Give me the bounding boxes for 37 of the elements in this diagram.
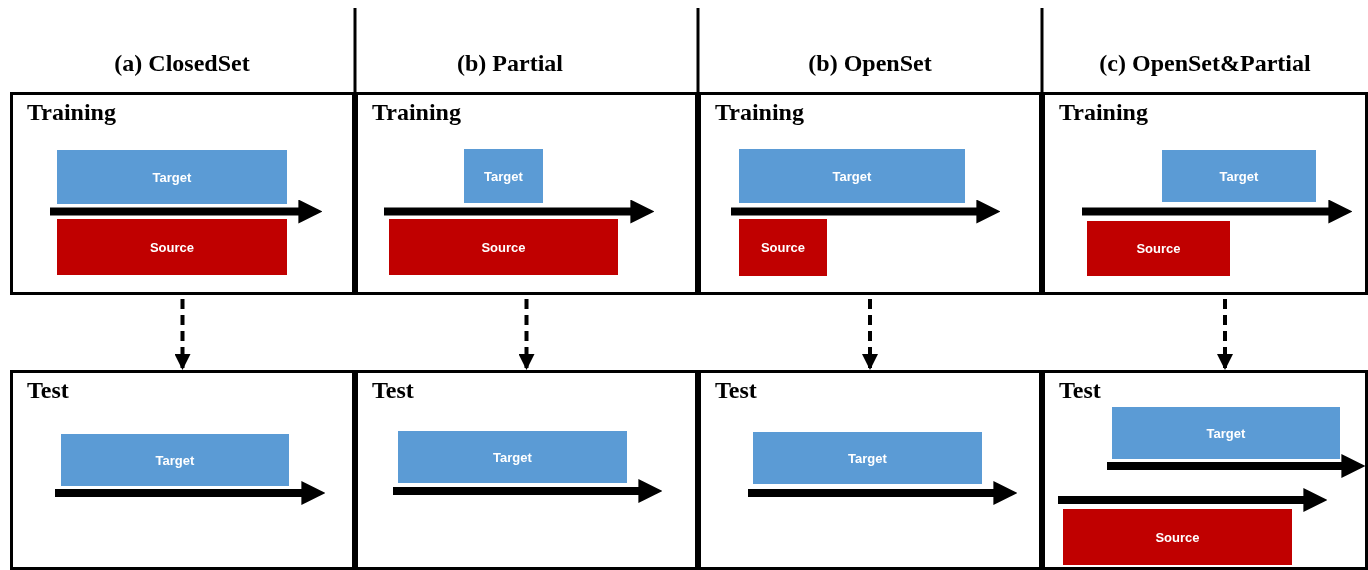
source-bar: Source: [1087, 221, 1230, 276]
panel-box: [10, 370, 355, 570]
panel-heading: Test: [715, 377, 757, 404]
target-bar: Target: [1112, 407, 1340, 459]
panel-heading: Test: [372, 377, 414, 404]
target-bar: Target: [753, 432, 982, 484]
panel-box: [698, 370, 1042, 570]
target-bar: Target: [1162, 150, 1316, 202]
source-bar: Source: [1063, 509, 1292, 565]
panel-box: [355, 370, 698, 570]
target-bar: Target: [61, 434, 289, 486]
panel-box: [1042, 370, 1368, 570]
column-title: (b) Partial: [457, 50, 563, 77]
column-title: (b) OpenSet: [808, 50, 932, 77]
panel-box: [355, 92, 698, 295]
target-bar: Target: [739, 149, 965, 203]
dashed-arrow: [518, 299, 535, 370]
panel-heading: Test: [1059, 377, 1101, 404]
panel-box: [698, 92, 1042, 295]
dashed-arrow: [1217, 299, 1233, 370]
target-bar: Target: [57, 150, 287, 204]
source-bar: Source: [739, 219, 827, 276]
target-bar: Target: [398, 431, 627, 483]
panel-heading: Training: [715, 99, 804, 126]
panel-heading: Test: [27, 377, 69, 404]
source-bar: Source: [389, 219, 618, 275]
panel-box: [10, 92, 355, 295]
column-title: (a) ClosedSet: [114, 50, 250, 77]
dashed-arrow: [862, 299, 878, 370]
dashed-arrow: [174, 299, 191, 370]
panel-heading: Training: [27, 99, 116, 126]
column-title: (c) OpenSet&Partial: [1099, 50, 1311, 77]
panel-heading: Training: [1059, 99, 1148, 126]
target-bar: Target: [464, 149, 543, 203]
panel-box: [1042, 92, 1368, 295]
panel-heading: Training: [372, 99, 461, 126]
source-bar: Source: [57, 219, 287, 275]
